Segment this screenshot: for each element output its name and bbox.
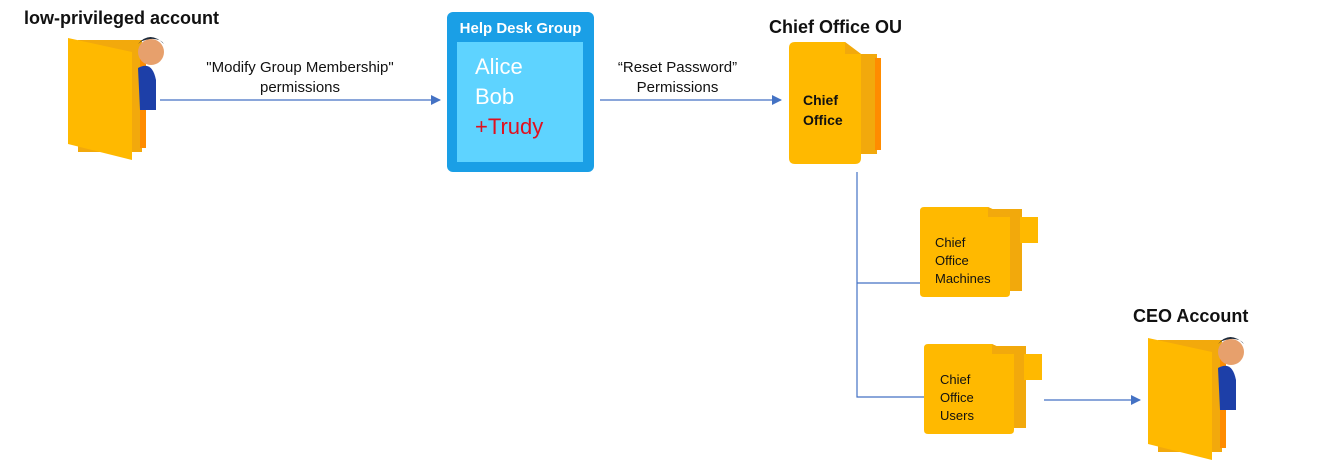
group-members-panel: Alice Bob +Trudy — [457, 42, 583, 162]
users-folder-icon — [924, 344, 1042, 434]
group-member: Bob — [475, 84, 515, 109]
users-folder-label-line2: Office — [940, 390, 974, 405]
ceo-account-title: CEO Account — [1133, 306, 1249, 326]
machines-folder-label-line2: Office — [935, 253, 969, 268]
machines-folder-label-line3: Machines — [935, 271, 991, 286]
chief-office-ou-title: Chief Office OU — [769, 17, 903, 37]
modify-membership-line1: "Modify Group Membership" — [206, 59, 394, 76]
machines-folder-label: Chief Office Machines — [935, 234, 991, 288]
reset-password-line1: “Reset Password” — [617, 59, 738, 76]
ou-tree-connector — [856, 172, 925, 398]
modify-membership-label: "Modify Group Membership" permissions — [185, 58, 415, 98]
reset-password-label: “Reset Password” Permissions — [595, 58, 760, 98]
ceo-account-icon — [1148, 337, 1244, 460]
group-member: Alice — [475, 54, 523, 79]
ou-folder-icon — [789, 42, 881, 164]
low-privileged-account-title: low-privileged account — [24, 8, 220, 28]
users-folder-label-line3: Users — [940, 408, 974, 423]
users-folder-label: Chief Office Users — [940, 371, 974, 425]
help-desk-group-box: Help Desk Group Alice Bob +Trudy — [447, 12, 594, 172]
users-folder-label-line1: Chief — [940, 372, 971, 387]
ou-folder-label-line1: Chief — [803, 92, 838, 108]
help-desk-group-title: Help Desk Group — [459, 20, 582, 37]
reset-password-line2: Permissions — [636, 79, 719, 96]
ou-folder-label: Chief Office — [803, 90, 843, 130]
group-member-added: +Trudy — [475, 114, 544, 139]
user-account-icon — [68, 37, 164, 160]
machines-folder-label-line1: Chief — [935, 235, 966, 250]
ou-folder-label-line2: Office — [803, 112, 843, 128]
modify-membership-line2: permissions — [259, 79, 341, 96]
machines-folder-icon — [920, 207, 1038, 297]
